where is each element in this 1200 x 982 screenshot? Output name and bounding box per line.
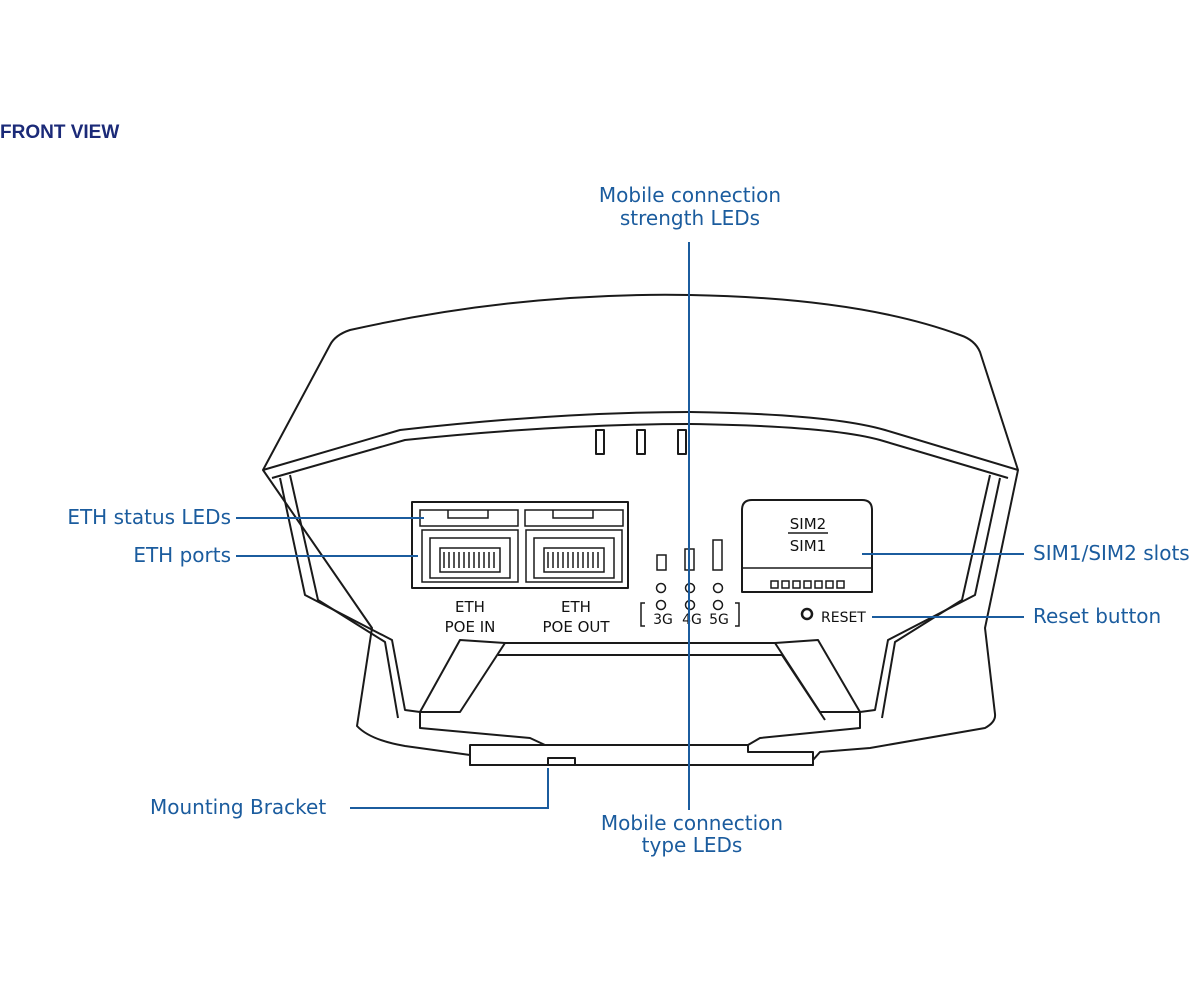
device-body: ETH POE IN ETH POE OUT 3G 4G 5G SIM2 SIM… (262, 293, 1019, 766)
mounting-bracket (469, 744, 814, 766)
callout-eth-status-leds: ETH status LEDs (67, 505, 231, 529)
callout-type-leds-line2: type LEDs (642, 833, 743, 857)
eth-port-poe-out (525, 529, 623, 583)
sim-top-label: SIM2 (790, 515, 826, 533)
top-tab-2 (636, 429, 646, 455)
led-label-5g: 5G (709, 612, 729, 628)
sim-contacts (770, 580, 845, 589)
shell-inner-lip (262, 411, 1019, 471)
sim-tray (741, 499, 873, 593)
port1-label-line1: ETH (455, 598, 485, 616)
callout-reset-button: Reset button (1033, 604, 1161, 628)
callout-sim-slots: SIM1/SIM2 slots (1033, 541, 1190, 565)
eth-status-leds-port-2 (524, 509, 624, 527)
right-cavity-wall-2 (881, 474, 991, 719)
view-title: FRONT VIEW (0, 122, 119, 143)
right-cavity-wall (774, 477, 1001, 713)
led-circle-3g (655, 599, 667, 611)
strength-led-3 (712, 539, 723, 571)
led-circle-5g (712, 599, 724, 611)
port1-label-line2: POE IN (445, 618, 496, 636)
sim-bottom-label: SIM1 (790, 537, 826, 555)
led-label-3g: 3G (653, 612, 673, 628)
led-circle-a3 (712, 582, 724, 594)
led-bracket-left (640, 602, 645, 627)
eth-status-leds-port-1 (419, 509, 519, 527)
outer-shell (262, 293, 1019, 766)
callout-type-leds-line1: Mobile connection (601, 811, 783, 835)
eth-port-block (411, 501, 629, 589)
led-circle-a1 (655, 582, 667, 594)
reset-label: RESET (821, 610, 866, 626)
leader-mounting-bracket (350, 768, 549, 809)
reset-button (800, 607, 814, 621)
led-bracket-right (735, 602, 740, 627)
port2-label-line2: POE OUT (542, 618, 610, 636)
left-cavity-wall (279, 477, 506, 713)
callout-mounting-bracket: Mounting Bracket (150, 795, 326, 819)
led-label-4g: 4G (682, 612, 702, 628)
eth-port-poe-in (421, 529, 519, 583)
strength-led-1 (656, 554, 667, 571)
shell-inner-lip-2 (271, 423, 1009, 479)
top-tab-1 (595, 429, 605, 455)
callout-eth-ports: ETH ports (133, 543, 231, 567)
port2-label-line1: ETH (561, 598, 591, 616)
callout-strength-leds-line1: Mobile connection (599, 183, 781, 207)
callout-strength-leds-line2: strength LEDs (620, 206, 760, 230)
left-cavity-wall-2 (289, 474, 399, 719)
top-tab-3 (677, 429, 687, 455)
bottom-skirt-inner (498, 654, 826, 721)
